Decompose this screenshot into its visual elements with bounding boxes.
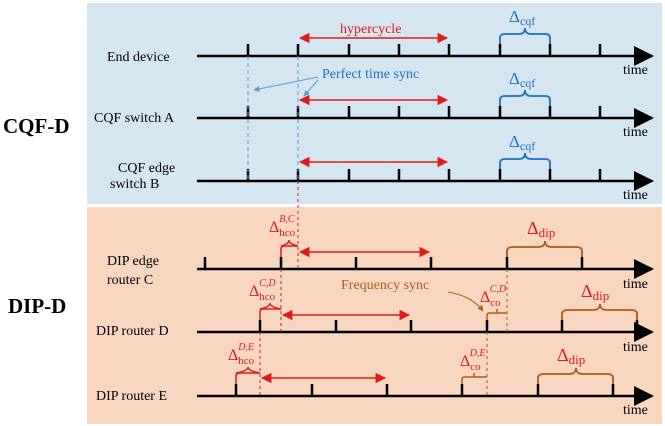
hco-brace-cd bbox=[259, 302, 282, 320]
dip-section-label: DIP-D bbox=[8, 294, 66, 318]
frequency-sync-pointer bbox=[447, 291, 484, 312]
timeline-dip-router-e bbox=[197, 384, 654, 406]
hco-brace-bc bbox=[280, 239, 299, 257]
perfect-sync-label: Perfect time sync bbox=[322, 67, 419, 82]
row-label-dip-edge-c-line2: router C bbox=[107, 273, 153, 288]
time-label-cqf-switch-a: time bbox=[623, 125, 648, 140]
delta-dip-brace-e bbox=[537, 367, 614, 384]
co-brace-cd bbox=[486, 309, 507, 320]
delta-cqf-brace-switch-a bbox=[499, 89, 551, 106]
delta-dip-label-c: Δdip bbox=[527, 218, 555, 240]
delta-cqf-brace-edge-b bbox=[499, 152, 551, 169]
delta-cqf-label-edge-b: Δcqf bbox=[509, 132, 535, 153]
time-label-dip-edge-c: time bbox=[623, 277, 648, 292]
frequency-sync-label: Frequency sync bbox=[341, 278, 429, 293]
co-label-cd: ΔcoC,D bbox=[480, 284, 507, 309]
row-label-cqf-edge-b-line1: CQF edge bbox=[118, 161, 175, 176]
timeline-dip-router-d bbox=[197, 320, 654, 342]
delta-dip-brace-c bbox=[506, 240, 583, 257]
delta-cqf-brace-end-device bbox=[499, 27, 551, 44]
delta-cqf-label-end-device: Δcqf bbox=[509, 7, 535, 28]
cqf-section-label: CQF-D bbox=[3, 114, 70, 138]
hco-label-de: ΔhcoD,E bbox=[228, 342, 255, 367]
delta-dip-brace-d bbox=[561, 303, 638, 320]
row-label-end-device: End device bbox=[107, 50, 170, 65]
co-brace-de bbox=[461, 373, 487, 384]
time-label-end-device: time bbox=[623, 63, 648, 78]
row-label-cqf-edge-b-line2: switch B bbox=[110, 177, 159, 192]
row-label-dip-edge-c-line1: DIP edge bbox=[107, 254, 159, 269]
perfect-sync-pointer-1 bbox=[253, 76, 319, 92]
timeline-dip-edge-c bbox=[197, 257, 654, 279]
co-label-de: ΔcoD,E bbox=[460, 348, 486, 373]
row-label-dip-router-e: DIP router E bbox=[96, 389, 167, 404]
time-label-dip-router-e: time bbox=[623, 403, 648, 418]
row-label-dip-router-d: DIP router D bbox=[96, 324, 169, 339]
delta-cqf-label-switch-a: Δcqf bbox=[509, 69, 535, 90]
delta-dip-label-e: Δdip bbox=[557, 345, 585, 367]
hco-brace-de bbox=[235, 366, 261, 384]
timeline-end-device bbox=[197, 44, 654, 66]
row-label-cqf-switch-a: CQF switch A bbox=[94, 111, 175, 126]
hco-label-bc: ΔhcoB,C bbox=[269, 214, 296, 239]
delta-dip-label-d: Δdip bbox=[581, 281, 609, 303]
time-label-dip-router-d: time bbox=[623, 340, 648, 355]
hypercycle-label: hypercycle bbox=[340, 22, 401, 37]
perfect-sync-pointer-2 bbox=[303, 79, 319, 97]
hco-label-cd: ΔhcoC,D bbox=[249, 278, 276, 303]
time-label-cqf-edge-b: time bbox=[623, 188, 648, 203]
